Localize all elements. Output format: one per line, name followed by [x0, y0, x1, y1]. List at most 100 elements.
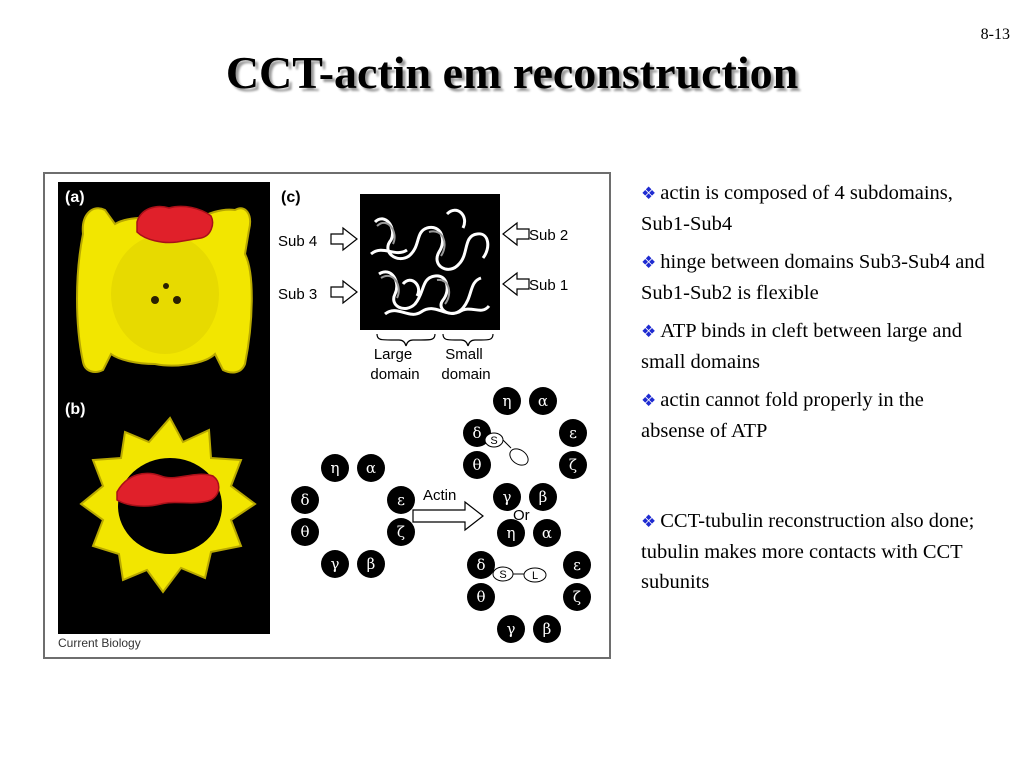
cct-subunit-circle — [467, 583, 495, 611]
cct-subunit-label: ε — [573, 556, 581, 574]
cct-subunit-label: η — [507, 524, 516, 542]
diamond-bullet-icon: ❖ — [641, 184, 657, 203]
bound-actin-small-label: S — [490, 435, 497, 447]
sub3-label: Sub 3 — [278, 286, 317, 303]
cct-subunit-label: η — [331, 459, 340, 477]
cct-subunit-circle — [463, 419, 491, 447]
cct-subunit-label: α — [538, 392, 548, 410]
cct-subunit-label: θ — [476, 588, 485, 606]
cct-subunit-label: δ — [476, 556, 485, 574]
or-label: Or — [513, 507, 530, 524]
diamond-bullet-icon: ❖ — [641, 322, 657, 341]
bound-actin-hinge — [502, 439, 512, 449]
cct-subunit-label: β — [367, 555, 376, 573]
bullet-item: ❖ATP binds in cleft between large and sm… — [641, 316, 986, 377]
cct-subunit-circle — [559, 451, 587, 479]
arrow-right-icon — [412, 500, 484, 532]
bullet-list: ❖actin is composed of 4 subdomains, Sub1… — [641, 178, 986, 605]
cct-subunit-circle — [387, 518, 415, 546]
cct-subunit-label: θ — [300, 523, 309, 541]
bullet-item: ❖CCT-tubulin reconstruction also done; t… — [641, 506, 986, 597]
slide-number: 8-13 — [980, 26, 1010, 43]
cct-subunit-circle — [321, 454, 349, 482]
cct-subunit-circle — [497, 519, 525, 547]
bullet-text: hinge between domains Sub3-Sub4 and Sub1… — [641, 251, 985, 304]
bound-actin-large-domain — [523, 567, 547, 583]
cct-subunit-label: γ — [503, 488, 512, 506]
bullet-item: ❖actin is composed of 4 subdomains, Sub1… — [641, 178, 986, 239]
cct-subunit-circle — [387, 486, 415, 514]
panel-c-label: (c) — [281, 189, 301, 206]
actin-density-red-b — [116, 472, 220, 507]
diamond-bullet-icon: ❖ — [641, 253, 657, 272]
cct-subunit-label: δ — [300, 491, 309, 509]
sub4-label: Sub 4 — [278, 233, 317, 250]
cct-subunit-circle — [497, 615, 525, 643]
cct-subunit-circle — [493, 387, 521, 415]
sub3-pointer: Sub 3 — [278, 279, 358, 305]
cct-subunit-circle — [529, 483, 557, 511]
panel-a: (a) — [58, 182, 270, 394]
cct-subunit-label: β — [539, 488, 548, 506]
diamond-bullet-icon: ❖ — [641, 512, 657, 531]
cct-subunit-circle — [291, 518, 319, 546]
sub1-pointer: Sub 1 — [502, 271, 568, 297]
bound-actin-small-label: S — [499, 569, 506, 581]
small-domain-label-line1: Small — [445, 346, 483, 363]
actin-structure — [360, 194, 500, 330]
cct-subunit-circle — [559, 419, 587, 447]
bullet-item: ❖actin cannot fold properly in the absen… — [641, 385, 986, 446]
cct-subunit-circle — [357, 454, 385, 482]
bullet-text: actin cannot fold properly in the absens… — [641, 389, 924, 442]
cct-pore-center — [163, 283, 169, 289]
cct-inner-shading — [111, 234, 219, 354]
cct-subunit-label: ε — [397, 491, 405, 509]
bullet-text: actin is composed of 4 subdomains, Sub1-… — [641, 182, 953, 235]
diamond-bullet-icon: ❖ — [641, 391, 657, 410]
cct-subunit-label: ε — [569, 424, 577, 442]
panel-a-label: (a) — [65, 189, 85, 206]
arrow-left-icon — [502, 271, 530, 297]
cct-subunit-circle — [533, 519, 561, 547]
actin-density-red-a — [136, 205, 214, 244]
small-domain-label-line2: domain — [441, 366, 490, 383]
cct-subunit-label: ζ — [397, 523, 405, 541]
arrow-left-icon — [502, 221, 530, 247]
cct-actin-figure: (a) (b) Current Biology (c) Sub 4 Sub 3 — [43, 172, 611, 659]
large-domain-label-line2: domain — [370, 366, 419, 383]
arrow-right-icon — [330, 226, 358, 252]
cct-subunit-label: θ — [472, 456, 481, 474]
cct-subunit-label: ζ — [569, 456, 577, 474]
cct-subunit-label: γ — [507, 620, 516, 638]
credit: Current Biology — [58, 636, 141, 650]
cct-subunit-circle — [463, 451, 491, 479]
bullet-text: ATP binds in cleft between large and sma… — [641, 320, 962, 373]
cct-subunit-circle — [467, 551, 495, 579]
cct-subunit-label: γ — [331, 555, 340, 573]
small-domain-brace — [442, 333, 494, 347]
large-domain-brace — [376, 333, 436, 347]
panel-b-label: (b) — [65, 401, 85, 418]
cct-subunit-circle — [529, 387, 557, 415]
cct-subunit-label: δ — [472, 424, 481, 442]
sub1-label: Sub 1 — [529, 277, 568, 294]
arrow-right-icon — [330, 279, 358, 305]
sub4-pointer: Sub 4 — [278, 226, 358, 252]
slide-title: CCT-actin em reconstruction — [225, 47, 799, 98]
bound-actin-bottom: S L — [492, 566, 547, 583]
cct-subunit-circle — [291, 486, 319, 514]
sub2-label: Sub 2 — [529, 227, 568, 244]
cct-subunit-circle — [321, 550, 349, 578]
bound-actin-large-label: L — [532, 570, 538, 582]
large-domain-label-line1: Large — [374, 346, 412, 363]
sub2-pointer: Sub 2 — [502, 221, 568, 247]
bound-actin-top: S — [484, 432, 529, 466]
cct-subunit-circle — [533, 615, 561, 643]
cct-subunit-label: β — [543, 620, 552, 638]
cct-subunit-label: α — [542, 524, 552, 542]
cct-pore-left — [151, 296, 159, 304]
cct-pore-right — [173, 296, 181, 304]
